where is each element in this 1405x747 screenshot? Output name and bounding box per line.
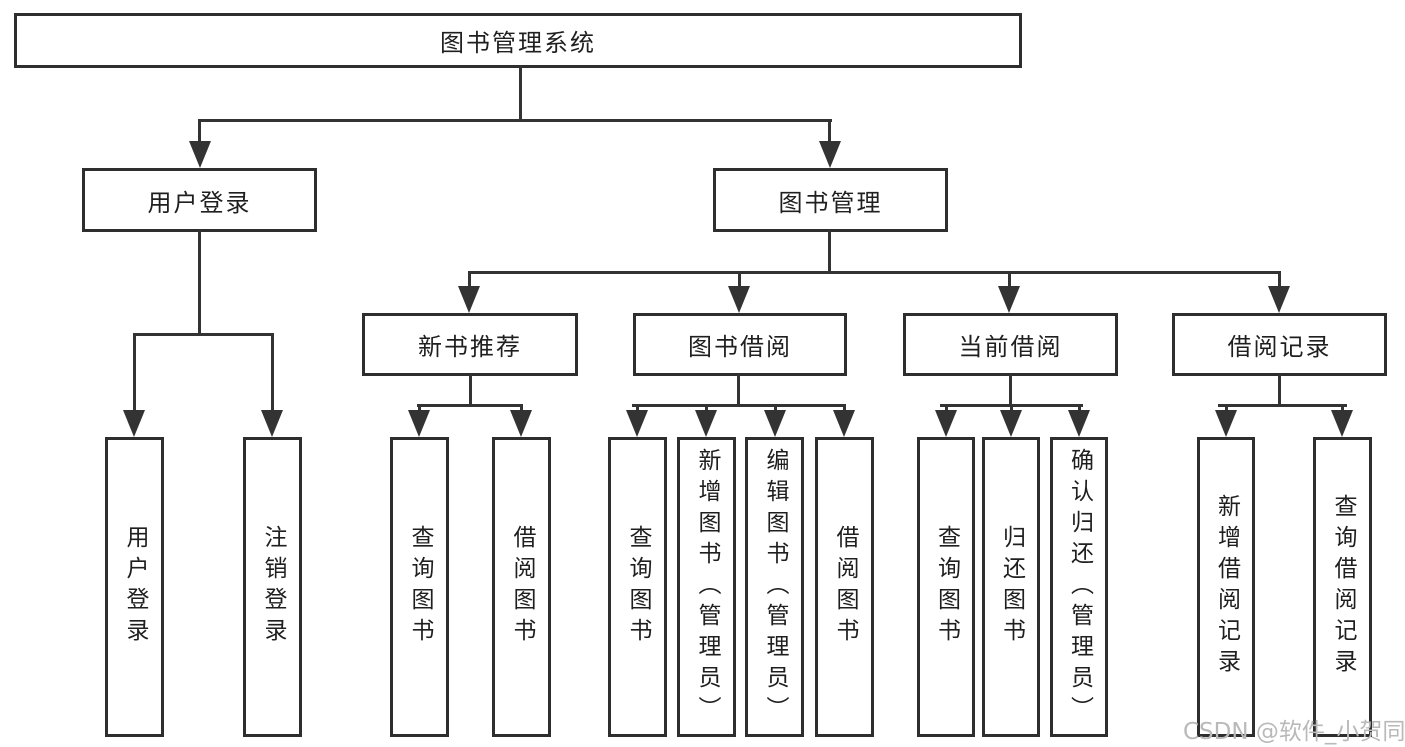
leaf-user-login-label: 用户登录: [122, 525, 148, 649]
connector-stub: [843, 404, 846, 413]
connector-stub: [1008, 271, 1011, 290]
connector-recommend-vline: [469, 374, 472, 406]
arrowhead: [458, 286, 480, 313]
connector-stub: [271, 333, 274, 414]
node-book-management-label: 图书管理: [778, 188, 883, 217]
connector-recommend-hline: [417, 404, 523, 407]
leaf-current-confirm-return-admin: 确认归还（管理员）: [1050, 437, 1108, 737]
leaf-borrow-query-books: 查询图书: [608, 437, 667, 737]
leaf-logout: 注销登录: [243, 437, 302, 737]
root-node-label: 图书管理系统: [440, 29, 596, 57]
connector-records-vline: [1278, 374, 1281, 406]
leaf-recommend-borrow-books: 借阅图书: [492, 437, 551, 737]
arrowhead: [833, 410, 855, 437]
arrowhead: [1331, 410, 1353, 437]
connector-user-hline: [133, 333, 274, 336]
leaf-borrow-add-books-admin: 新增图书（管理员）: [677, 437, 736, 737]
arrowhead: [189, 141, 211, 168]
node-new-book-recommend: 新书推荐: [362, 313, 578, 376]
leaf-records-query-record-label: 查询借阅记录: [1330, 494, 1356, 680]
connector-stub: [828, 119, 831, 145]
leaf-current-query-books: 查询图书: [917, 437, 975, 737]
connector-stub: [945, 404, 948, 413]
arrowhead: [998, 286, 1020, 313]
arrowhead: [728, 286, 750, 313]
arrowhead: [1000, 410, 1022, 437]
leaf-records-add-record-label: 新增借阅记录: [1213, 494, 1240, 680]
connector-stub: [1225, 404, 1228, 413]
connector-stub: [198, 119, 201, 145]
arrowhead: [1215, 410, 1237, 437]
leaf-recommend-query-books-label: 查询图书: [407, 525, 433, 649]
connector-root-vline: [519, 66, 522, 121]
node-current-borrow-label: 当前借阅: [958, 333, 1063, 361]
node-book-borrow-label: 图书借阅: [688, 333, 792, 361]
leaf-borrow-add-books-admin-label: 新增图书（管理员）: [694, 447, 720, 727]
connector-stub: [1278, 271, 1281, 290]
connector-stub: [520, 404, 523, 413]
leaf-recommend-query-books: 查询图书: [390, 437, 449, 737]
arrowhead: [1268, 286, 1290, 313]
leaf-current-confirm-return-admin-label: 确认归还（管理员）: [1066, 447, 1093, 727]
connector-stub: [636, 404, 639, 413]
leaf-borrow-edit-books-admin-label: 编辑图书（管理员）: [762, 447, 788, 727]
connector-borrow-hline: [632, 404, 846, 407]
leaf-borrow-borrow-books-label: 借阅图书: [832, 525, 858, 649]
connector-mgmt-hline: [468, 271, 1281, 274]
root-node: 图书管理系统: [14, 13, 1022, 68]
node-borrow-records: 借阅记录: [1172, 313, 1387, 376]
arrowhead: [261, 410, 283, 437]
arrowhead: [819, 141, 841, 168]
node-book-borrow: 图书借阅: [633, 313, 847, 376]
connector-stub: [468, 271, 471, 290]
connector-stub: [738, 271, 741, 290]
arrowhead: [626, 410, 648, 437]
arrowhead: [510, 410, 532, 437]
connector-stub: [1078, 404, 1081, 413]
csdn-watermark: CSDN @软件_小贺同学: [1183, 719, 1405, 745]
node-user-login-label: 用户登录: [147, 188, 252, 217]
arrowhead: [935, 410, 957, 437]
connector-stub: [133, 333, 136, 414]
connector-records-hline: [1218, 404, 1347, 407]
node-new-book-recommend-label: 新书推荐: [418, 333, 522, 361]
leaf-borrow-edit-books-admin: 编辑图书（管理员）: [745, 437, 804, 737]
leaf-current-return-books-label: 归还图书: [998, 525, 1025, 649]
leaf-user-login: 用户登录: [105, 437, 164, 737]
leaf-current-return-books: 归还图书: [982, 437, 1040, 737]
arrowhead: [764, 410, 786, 437]
connector-stub: [1010, 404, 1013, 413]
connector-borrow-vline: [737, 374, 740, 406]
connector-stub: [418, 404, 421, 413]
node-borrow-records-label: 借阅记录: [1227, 333, 1332, 361]
node-book-management: 图书管理: [713, 168, 948, 232]
leaf-recommend-borrow-books-label: 借阅图书: [509, 525, 535, 649]
connector-current-vline: [1009, 374, 1012, 406]
connector-user-vline: [198, 230, 201, 336]
leaf-records-query-record: 查询借阅记录: [1313, 437, 1372, 737]
leaf-records-add-record: 新增借阅记录: [1197, 437, 1255, 737]
node-user-login: 用户登录: [82, 168, 317, 232]
leaf-borrow-borrow-books: 借阅图书: [815, 437, 874, 737]
node-current-borrow: 当前借阅: [903, 313, 1118, 376]
connector-root-hline: [198, 119, 832, 122]
arrowhead: [408, 410, 430, 437]
leaf-borrow-query-books-label: 查询图书: [625, 525, 651, 649]
arrowhead: [123, 410, 145, 437]
connector-mgmt-vline: [828, 230, 831, 274]
connector-stub: [705, 404, 708, 413]
leaf-logout-label: 注销登录: [260, 525, 286, 649]
connector-stub: [774, 404, 777, 413]
connector-stub: [1341, 404, 1344, 413]
arrowhead: [695, 410, 717, 437]
leaf-current-query-books-label: 查询图书: [933, 525, 960, 649]
arrowhead: [1068, 410, 1090, 437]
